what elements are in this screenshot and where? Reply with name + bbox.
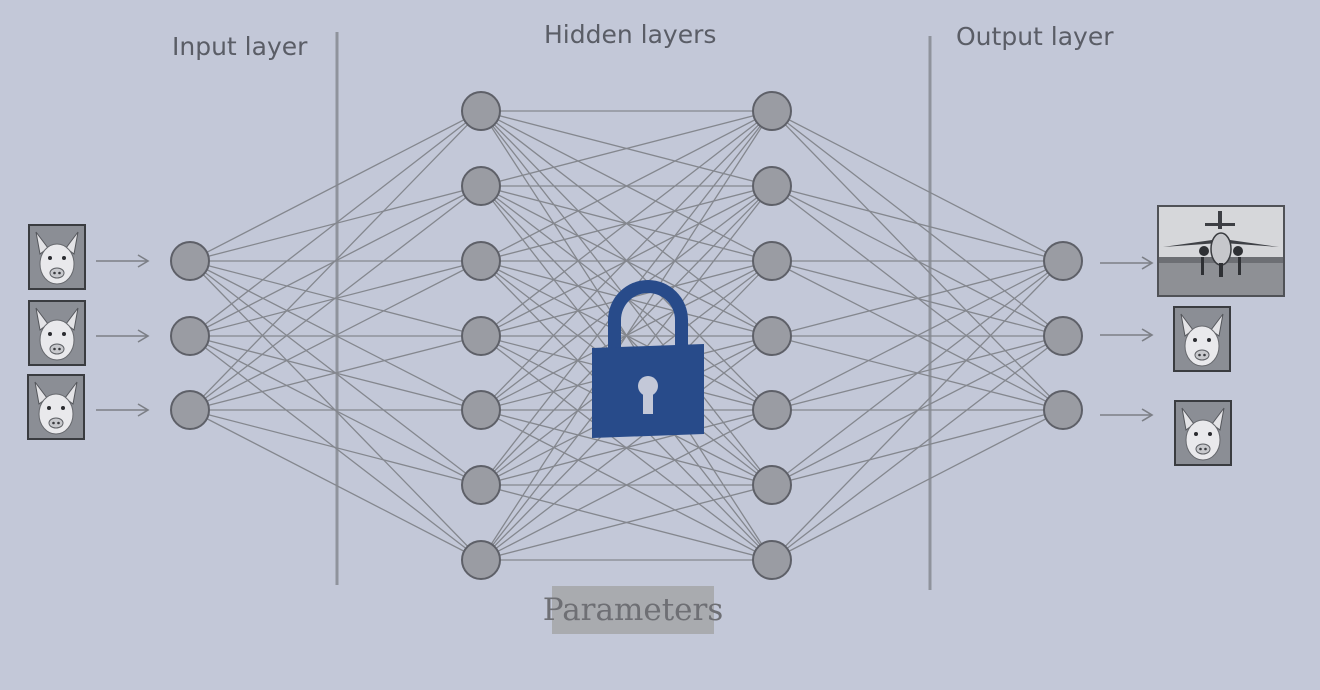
output-airplane-image [1156, 204, 1286, 298]
io-images [26, 204, 1286, 467]
neuron-nodes [170, 91, 1083, 580]
input-pig-image [27, 223, 87, 291]
input-pig-image [26, 373, 86, 441]
hidden-1-node [461, 241, 501, 281]
edge [480, 409, 773, 561]
input-pig-image [27, 299, 87, 367]
hidden-1-node [461, 390, 501, 430]
lock-icon [592, 280, 704, 438]
output-pig-image [1173, 399, 1233, 467]
input-arrow [96, 254, 150, 268]
edge [189, 110, 482, 337]
hidden-2-node [752, 540, 792, 580]
parameters-label: Parameters [543, 586, 723, 634]
input-arrow [96, 329, 150, 343]
output-node [1043, 241, 1083, 281]
edge [480, 110, 773, 561]
output-arrow [1100, 408, 1154, 422]
hidden-layers-title: Hidden layers [544, 20, 717, 49]
hidden-2-node [752, 316, 792, 356]
output-layer-title: Output layer [956, 22, 1114, 51]
hidden-1-node [461, 166, 501, 206]
edge [480, 335, 773, 561]
hidden-1-node [461, 91, 501, 131]
edge [771, 110, 1064, 262]
hidden-1-node [461, 540, 501, 580]
edge [480, 110, 773, 411]
edge [771, 409, 1064, 561]
edge [189, 260, 482, 411]
edge [771, 260, 1064, 486]
edge [189, 185, 482, 411]
edge [189, 409, 482, 486]
edge [771, 335, 1064, 561]
connection-edges [189, 110, 1064, 561]
edge [189, 335, 482, 411]
edge [480, 110, 773, 337]
output-arrow [1100, 328, 1154, 342]
edge [189, 409, 482, 561]
hidden-2-node [752, 166, 792, 206]
input-layer-title: Input layer [172, 32, 308, 61]
input-node [170, 241, 210, 281]
edge [189, 110, 482, 262]
hidden-2-node [752, 91, 792, 131]
output-arrow [1100, 256, 1154, 270]
hidden-2-node [752, 241, 792, 281]
edge [480, 484, 773, 561]
edge [480, 110, 773, 187]
layer-dividers [335, 32, 932, 590]
output-node [1043, 316, 1083, 356]
edge [771, 260, 1064, 561]
input-node [170, 390, 210, 430]
hidden-2-node [752, 465, 792, 505]
output-node [1043, 390, 1083, 430]
hidden-2-node [752, 390, 792, 430]
input-arrow [96, 403, 150, 417]
edge [189, 110, 482, 411]
output-pig-image [1172, 305, 1232, 373]
edge [480, 110, 773, 262]
hidden-1-node [461, 316, 501, 356]
edge [771, 260, 1064, 411]
edge [771, 185, 1064, 262]
edge [771, 260, 1064, 337]
input-node [170, 316, 210, 356]
hidden-1-node [461, 465, 501, 505]
